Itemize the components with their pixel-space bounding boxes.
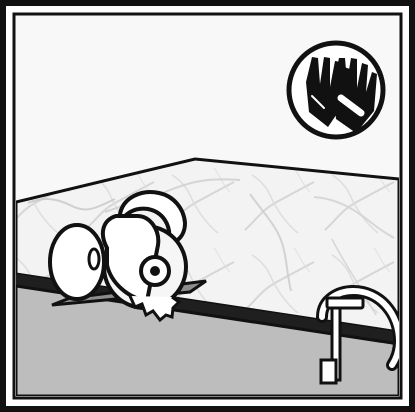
saw-arbor-center	[150, 266, 160, 276]
gloves-badge	[289, 43, 383, 137]
clamp-pad	[327, 298, 363, 308]
clamp-handle	[321, 360, 336, 383]
scene-layer	[16, 16, 399, 396]
saw-vent	[89, 249, 99, 269]
